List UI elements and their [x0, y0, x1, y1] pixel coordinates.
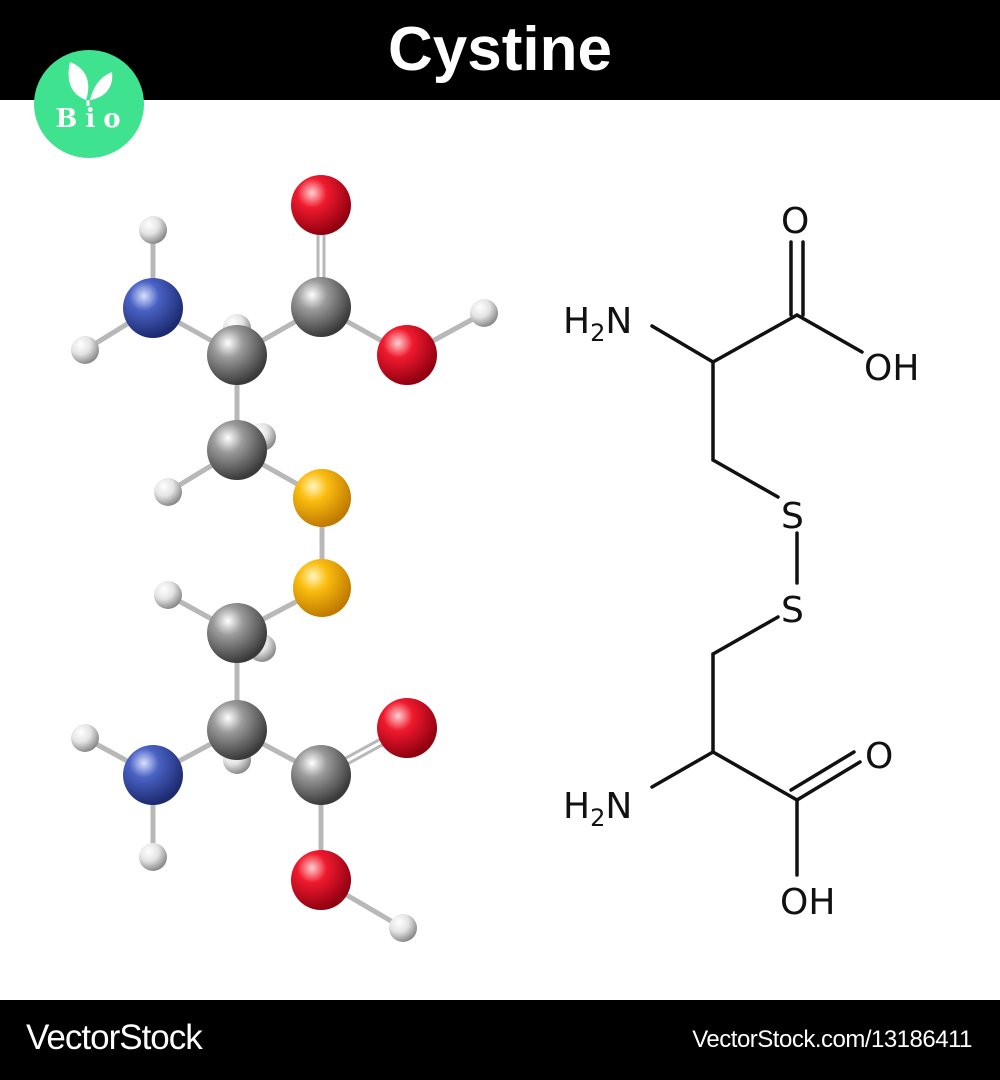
skeletal-formula	[650, 240, 864, 877]
hydrogen-atom	[71, 336, 99, 364]
page-title: Cystine	[388, 15, 612, 84]
amine-label-bottom: H2N	[563, 786, 632, 832]
sulfur-label-top: S	[781, 496, 804, 537]
carbon-atom	[207, 420, 267, 480]
hydrogen-atom	[139, 216, 167, 244]
ball-stick-atoms	[71, 175, 498, 942]
oxygen-atom	[377, 325, 437, 385]
bio-logo: Bio	[34, 50, 144, 158]
image-url: VectorStock.com/13186411	[692, 1026, 972, 1053]
amine-label-top: H2N	[563, 301, 632, 347]
hydrogen-atom	[139, 843, 167, 871]
sulfur-atom	[293, 559, 351, 617]
oxygen-atom	[291, 850, 351, 910]
hydroxyl-label-bottom: OH	[780, 882, 835, 923]
hydrogen-atom	[154, 581, 182, 609]
skeletal-labels: H2N O OH S S H2N O OH	[563, 201, 919, 923]
molecule-diagram: H2N O OH S S H2N O OH	[71, 175, 919, 942]
carbon-atom	[291, 277, 351, 337]
carbon-atom	[207, 603, 267, 663]
hydrogen-atom	[389, 914, 417, 942]
hydroxyl-label-top: OH	[864, 348, 919, 389]
nitrogen-atom	[123, 745, 183, 805]
logo-text: Bio	[55, 104, 129, 134]
hydrogen-atom	[154, 478, 182, 506]
carbon-atom	[291, 745, 351, 805]
sulfur-label-bottom: S	[781, 590, 804, 631]
carbon-atom	[207, 700, 267, 760]
carbonyl-o-label-bottom: O	[865, 736, 893, 777]
hydrogen-atom	[470, 299, 498, 327]
sulfur-atom	[293, 469, 351, 527]
oxygen-atom	[291, 175, 351, 235]
title-bar: Cystine	[0, 0, 1000, 100]
carbon-atom	[207, 325, 267, 385]
hydrogen-atom	[71, 724, 99, 752]
carbonyl-o-label-top: O	[781, 201, 809, 242]
footer-bar: VectorStock VectorStock.com/13186411	[0, 1000, 1000, 1080]
nitrogen-atom	[123, 278, 183, 338]
brand-name: VectorStock	[26, 1018, 203, 1057]
leaf-icon	[68, 62, 113, 106]
oxygen-atom	[377, 698, 437, 758]
